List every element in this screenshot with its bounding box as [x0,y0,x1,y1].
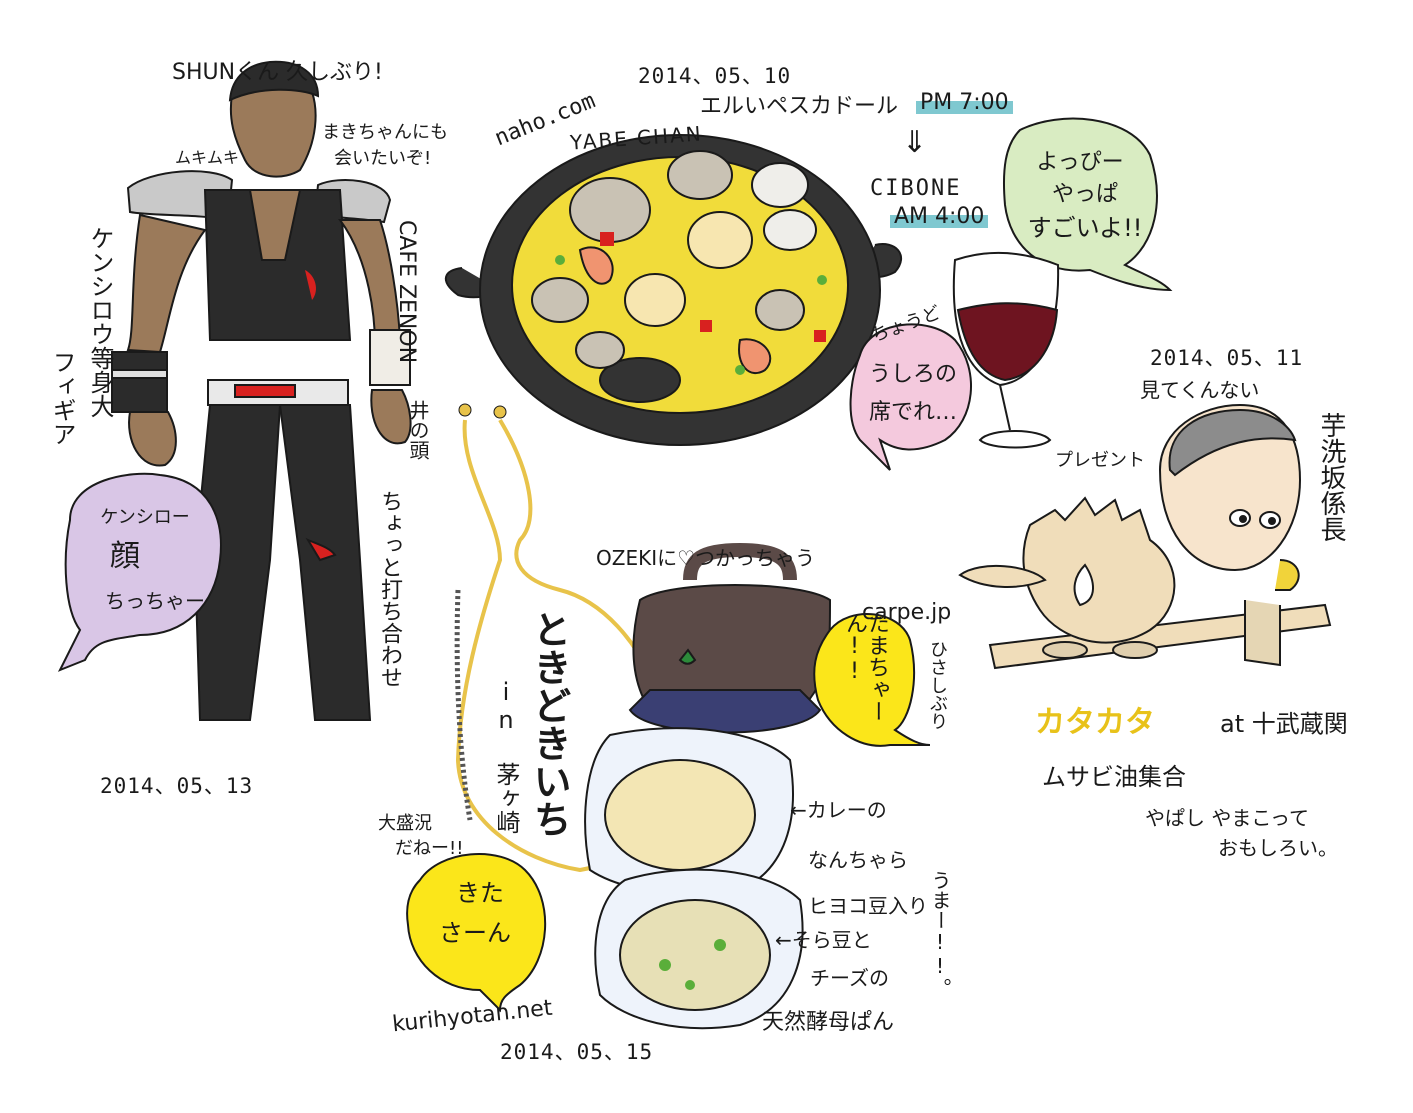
speech-bubble-yoppi [1002,117,1173,292]
time-pm7: PM 7:00 [916,92,1013,114]
bubble-yoppi-line1: よっぴー [1036,150,1124,175]
caption-omori-1: 大盛況 [378,813,432,834]
cafe-zenon-label: CAFE ZENON [394,220,419,364]
speech-bubble-ushiro [849,323,972,471]
caption-curry-1: ←カレーの [790,798,887,822]
date-0513: 2014、05、13 [84,768,270,802]
bubble-yoppi-line3: すごいよ!! [1027,214,1143,242]
bubble-yoppi-line2: やっぱ [1051,182,1118,207]
caption-sora-2: チーズの [810,966,889,990]
date-0515: 2014、05、15 [484,1034,670,1068]
title-tokidoki: ときどきいち [527,610,571,838]
date-0511-text: 2014、05、11 [1150,346,1304,370]
caption-comment-2: おもしろい。 [1218,836,1338,860]
imoaraizaka-scene [958,403,1332,670]
bubble-kita-line2: さーん [439,919,511,947]
caption-carpe: carpe.jp [862,600,952,625]
bubble-kenshiro-line2: 顔 [110,539,140,574]
caption-present: プレゼント [1055,450,1145,471]
caption-curry-2: なんちゃら [808,848,908,872]
ozeki-pot [628,542,832,734]
next-place-cibone: CIBONE [870,176,962,201]
caption-at-musashi: at 十武蔵関 [1220,710,1348,738]
caption-muki: ムキムキ [175,148,240,167]
caption-chigasaki: in 茅ヶ崎 [492,678,520,834]
caption-mitekurenai: 見てくんない [1140,378,1260,402]
tassel-icon [493,405,507,419]
date-0510-text: 2014、05、10 [638,64,792,88]
speech-bubble-kita [406,853,546,1013]
speech-bubble-tama [813,613,931,747]
caption-omori-2: だねー!! [395,838,464,859]
meeting-place-label: 井の頭 [406,400,430,460]
caption-maki: まきちゃんにも [322,122,448,143]
kenshiro-figure [111,60,412,721]
date-0511: 2014、05、11 [1134,340,1320,374]
bubble-kita-line1: きた [456,879,504,907]
caption-shun: SHUNくん 久しぶり! [172,60,383,85]
figure-label-2: フィギア [48,350,76,446]
caption-sora-1: ←そら豆と [775,928,872,952]
restaurant-name: エルいペスカドール [700,94,899,119]
arrow-down-icon: ⇓ [902,125,928,160]
figure-label: ケンシロウ等身大 [86,226,114,418]
date-0515-text: 2014、05、15 [500,1040,654,1064]
speech-bubble-kenshiro [57,472,222,672]
date-0513-text: 2014、05、13 [100,774,254,798]
caption-sora-3: 天然酵母ぱん [762,1010,895,1035]
person-imoarai: 芋洗坂係長 [1316,412,1346,542]
meeting-note-label: ちょっと打ち合わせ [377,490,402,688]
caption-umai: うまー!!。 [928,870,952,998]
caption-ozeki: OZEKIに♡つかっちゃう [596,546,816,570]
caption-curry-3: ヒヨコ豆入り [808,894,928,918]
bubble-tama-text: たまちゃーん!! [842,612,889,722]
date-0510: 2014、05、10 [622,58,808,92]
tassel-icon [458,403,472,417]
wine-glass [952,252,1060,449]
time-am4: AM 4:00 [890,206,989,228]
caption-event: ムサビ油集合 [1042,763,1186,791]
caption-maki-2: 会いたいぞ! [334,148,432,169]
bubble-ushiro-line2: 席でれ… [868,400,957,425]
caption-pakupaku: カタカタ [1035,705,1155,740]
caption-comment-1: やぱし やまこって [1145,806,1309,830]
caption-hisashiburi: ひさしぶり [927,640,948,730]
bubble-kenshiro-line3: ちっちゃー [105,589,205,613]
bubble-ushiro-line1: うしろの [868,362,957,387]
bubble-kenshiro-line1: ケンシロー [100,507,190,528]
paella-pan [444,134,902,446]
bread-bags [584,727,804,1030]
